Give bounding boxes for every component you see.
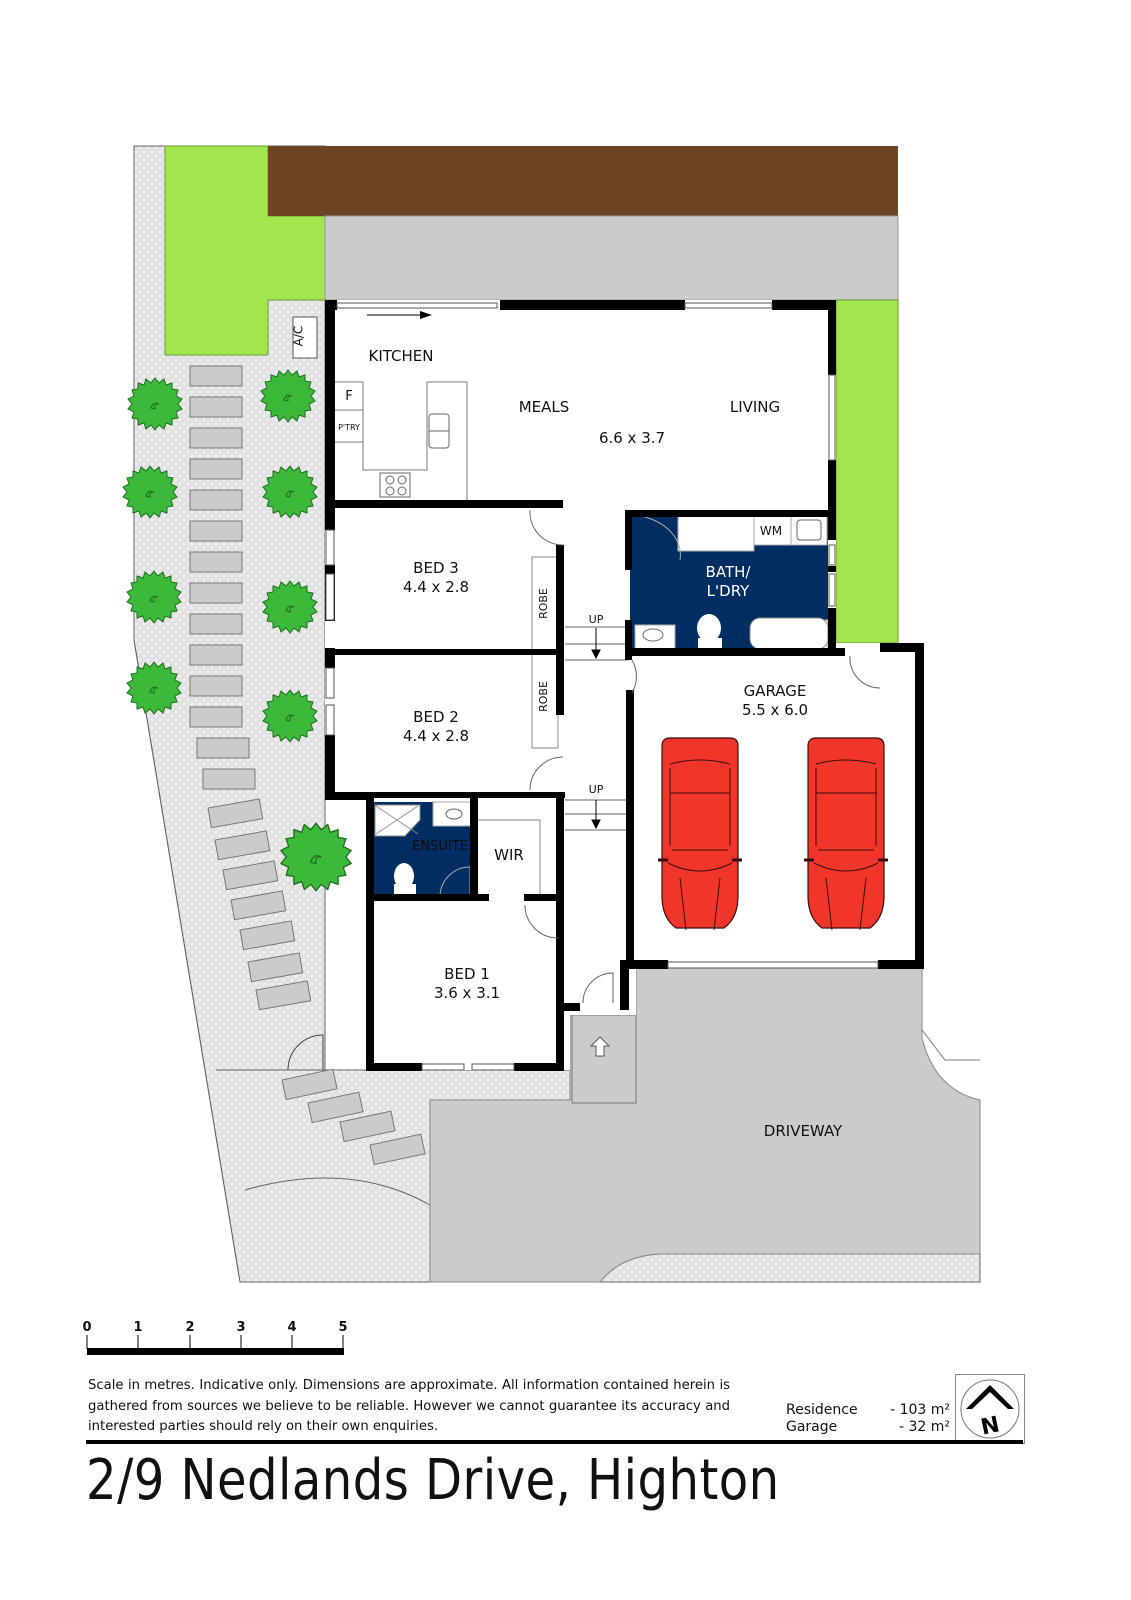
room-label-driveway: DRIVEWAY [763, 1122, 843, 1140]
room-label-meals: MEALS [518, 398, 570, 416]
scale-tick: 2 [185, 1320, 195, 1335]
patio [324, 215, 899, 301]
area-row-garage: Garage - 32 m² [786, 1419, 950, 1436]
scale-tick: 3 [236, 1320, 246, 1335]
pantry-label: P'TRY [338, 423, 360, 432]
door-swings [524, 509, 881, 1004]
driveway [429, 967, 981, 1283]
fridge-label: F [345, 389, 353, 404]
room-label-ensuite: ENSUITE [412, 839, 468, 854]
ac-label: A/C [291, 325, 306, 347]
windows [325, 302, 879, 1071]
car-icon [656, 736, 744, 932]
room-dimension-living: 6.6 x 3.7 [598, 429, 666, 447]
entry-arrow-icon [589, 1036, 611, 1057]
ac-unit [292, 316, 318, 359]
area-row-residence: Residence - 103 m² [786, 1402, 950, 1419]
scale-tick: 5 [338, 1320, 348, 1335]
scale-tick: 1 [133, 1320, 143, 1335]
room-label-bath-laundry: BATH/L'DRY [705, 563, 751, 600]
scale-bar-graphic [86, 1335, 344, 1355]
lawn-side [835, 299, 899, 644]
property-address-title: 2/9 Nedlands Drive, Highton [86, 1448, 780, 1513]
area-value: - 32 m² [898, 1419, 950, 1435]
disclaimer-text: Scale in metres. Indicative only. Dimens… [88, 1378, 730, 1434]
area-value: - 103 m² [890, 1402, 950, 1418]
robe-label-bed2: ROBE [536, 681, 550, 712]
room-label-wir: WIR [494, 846, 524, 864]
steps-up-label: UP [588, 613, 604, 626]
robe-label-bed3: ROBE [536, 588, 550, 619]
area-label: Garage [786, 1419, 838, 1435]
scale-tick: 0 [82, 1320, 92, 1335]
svg-text:N: N [979, 1412, 1002, 1440]
walls [325, 300, 924, 1071]
north-arrow-icon: N [955, 1374, 1025, 1444]
car-icon [802, 736, 890, 932]
scale-tick: 4 [287, 1320, 297, 1335]
area-summary: Residence - 103 m² Garage - 32 m² [786, 1402, 950, 1436]
steps-up-label: UP [588, 783, 604, 796]
room-label-kitchen: KITCHEN [368, 347, 434, 365]
room-label-living: LIVING [729, 398, 781, 416]
divider [86, 1440, 1023, 1444]
washing-machine-label: WM [759, 524, 783, 538]
robe-bed3 [531, 556, 559, 654]
robe-bed2 [531, 652, 559, 749]
area-label: Residence [786, 1402, 858, 1418]
deck [268, 146, 898, 216]
floor-plan [122, 145, 981, 1283]
porch [571, 1014, 637, 1104]
